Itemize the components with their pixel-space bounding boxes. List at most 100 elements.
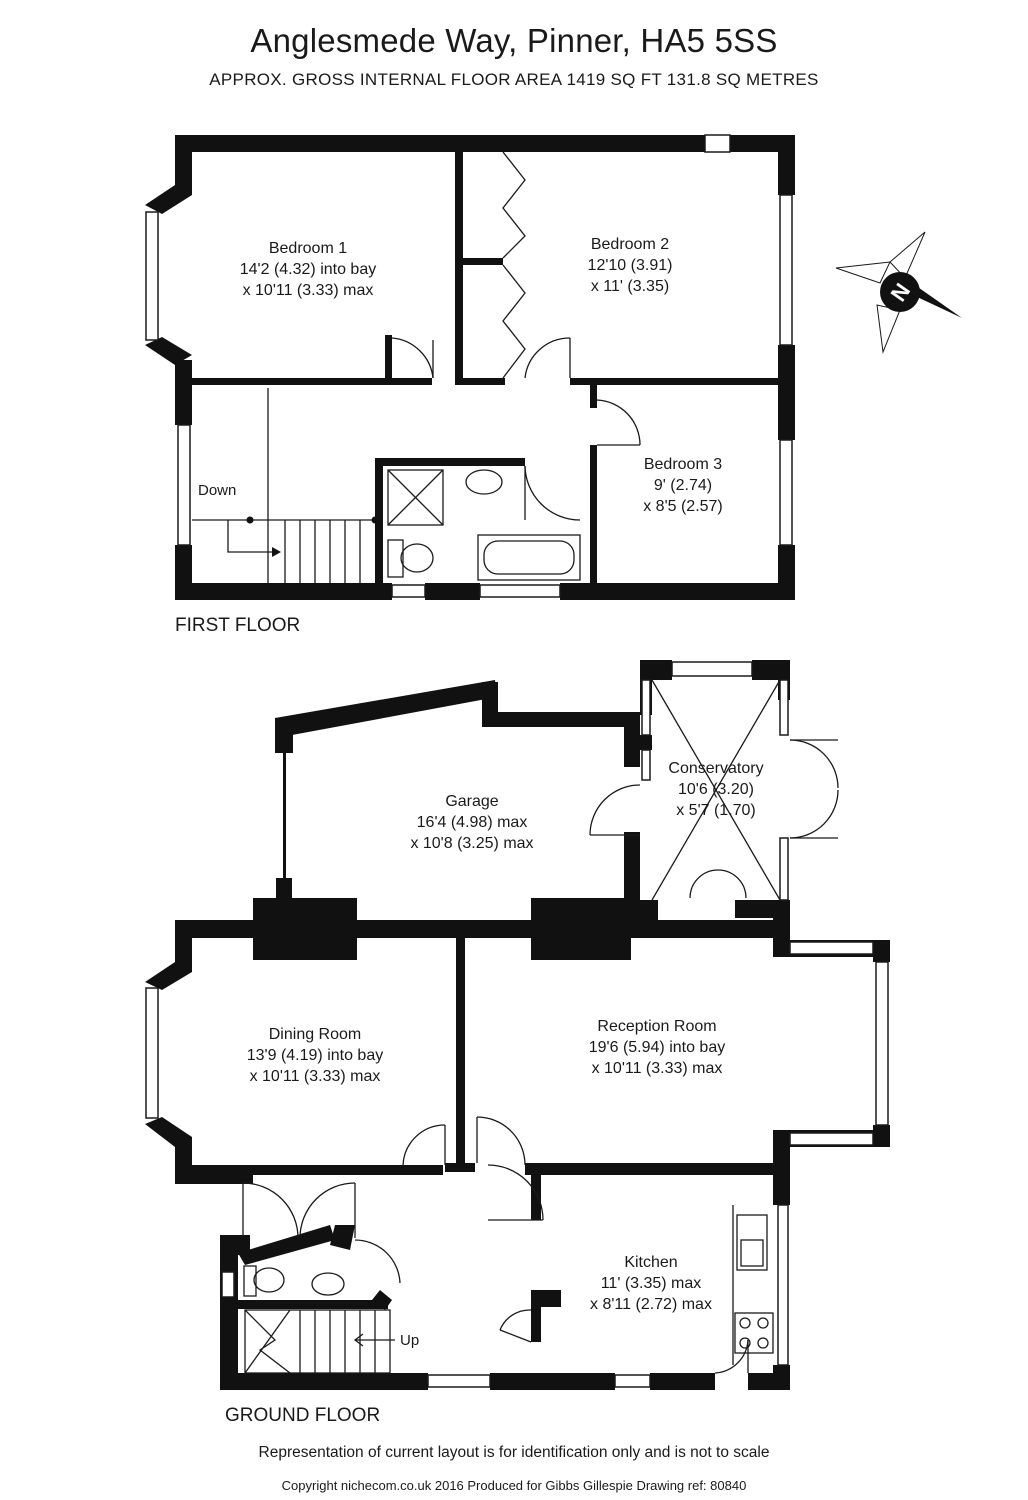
svg-text:x 10'11 (3.33) max: x 10'11 (3.33) max [243, 282, 374, 299]
cloakroom-toilet-bowl [253, 1267, 285, 1293]
room-label-bedroom1: Bedroom 1 14'2 (4.32) into bay x 10'11 (… [240, 240, 376, 299]
svg-text:19'6 (5.94) into bay: 19'6 (5.94) into bay [589, 1039, 725, 1056]
door-swing-bedroom2 [524, 337, 571, 379]
door-swing-front-left [242, 1182, 299, 1239]
hob-ring [739, 1317, 751, 1329]
ground-floor-top-wall [175, 920, 790, 938]
conservatory-left-post [640, 735, 652, 750]
svg-text:Bedroom 1: Bedroom 1 [269, 240, 347, 257]
window-kitchen-bottom [614, 1374, 651, 1388]
svg-text:Conservatory: Conservatory [668, 760, 763, 777]
door-swing-front-right [299, 1182, 356, 1239]
door-swing-kitchen-back [714, 1339, 749, 1374]
window-reception-bay [875, 961, 889, 1126]
toilet-bowl [400, 543, 434, 573]
bay-wall-top [145, 185, 192, 214]
svg-text:Reception Room: Reception Room [597, 1018, 716, 1035]
window-kitchen-right [777, 1204, 789, 1366]
reception-bay-top-corner [873, 940, 890, 962]
bedroom3-left-wall-top [590, 378, 597, 408]
svg-text:Bedroom 3: Bedroom 3 [644, 456, 722, 473]
kitchen-sink-bowl [740, 1239, 764, 1267]
window-reception-bay-top [789, 941, 874, 955]
svg-text:9' (2.74): 9' (2.74) [654, 477, 712, 494]
svg-text:x 11' (3.35): x 11' (3.35) [591, 278, 669, 295]
ground-bottom-wall-left [220, 1373, 428, 1390]
door-swing-bedroom3 [596, 399, 641, 446]
compass-rose-icon: N [835, 231, 962, 354]
room-label-kitchen: Kitchen 11' (3.35) max x 8'11 (2.72) max [590, 1254, 712, 1313]
bathroom-basin [465, 469, 503, 495]
room-label-bedroom2: Bedroom 2 12'10 (3.91) x 11' (3.35) [588, 236, 673, 295]
bedroom3-left-wall [590, 445, 597, 595]
window-conservatory-left-2 [641, 749, 651, 781]
door-swing-bathroom [524, 465, 581, 521]
svg-text:Bedroom 2: Bedroom 2 [591, 236, 669, 253]
wardrobe-bottom-wall [455, 378, 505, 385]
conservatory-roof-diagonal [651, 679, 781, 901]
svg-text:x 10'8 (3.25) max: x 10'8 (3.25) max [410, 835, 533, 852]
stair-down-arrow [227, 520, 272, 553]
svg-text:11' (3.35) max: 11' (3.35) max [601, 1275, 702, 1292]
stairs-up-label: Up [400, 1332, 419, 1349]
first-floor-bottom-wall-right [560, 583, 795, 600]
svg-text:13'9 (4.19) into bay: 13'9 (4.19) into bay [247, 1047, 383, 1064]
kitchen-hob [734, 1312, 774, 1354]
door-leaf-kitchen-lower [499, 1329, 532, 1343]
bedroom2-bottom-wall [570, 378, 795, 385]
first-floor-right-wall-mid [778, 345, 795, 440]
kitchen-left-wall-bottom [531, 1297, 541, 1342]
first-floor-left-wall-bottom [175, 545, 192, 600]
room-label-garage: Garage 16'4 (4.98) max x 10'8 (3.25) max [410, 793, 533, 852]
door-swing-bedroom1 [391, 337, 434, 379]
ground-bottom-wall-right [650, 1373, 715, 1390]
first-floor-right-wall-top [778, 135, 795, 195]
toilet-cistern [387, 539, 404, 578]
floor-area-subtitle: APPROX. GROSS INTERNAL FLOOR AREA 1419 S… [209, 70, 819, 89]
dining-left-wall-top [175, 920, 192, 972]
first-floor-left-wall-top [175, 135, 192, 195]
door-swing-kitchen [487, 1164, 544, 1221]
window-bedroom2-top [704, 134, 731, 153]
bedroom1-bottom-wall [192, 378, 432, 385]
first-floor-label: FIRST FLOOR [175, 615, 301, 636]
copyright-text: Copyright nichecom.co.uk 2016 Produced f… [281, 1478, 747, 1493]
dining-reception-divider [456, 935, 465, 1170]
disclaimer-text: Representation of current layout is for … [258, 1444, 770, 1461]
window-hall-bottom [427, 1374, 491, 1388]
reception-bottom-wall [525, 1163, 790, 1175]
stair-winder [244, 1309, 291, 1374]
window-bedroom3-right [779, 439, 793, 546]
svg-text:x 8'5 (2.57): x 8'5 (2.57) [643, 498, 723, 515]
svg-text:x 8'11 (2.72) max: x 8'11 (2.72) max [590, 1296, 712, 1313]
stair-post [246, 516, 254, 524]
door-swing-reception [476, 1116, 526, 1166]
stair-post [371, 516, 379, 524]
bay-wall-bottom [145, 337, 192, 365]
ground-bottom-wall-end [748, 1373, 790, 1390]
svg-text:10'6 (3.20): 10'6 (3.20) [678, 781, 754, 798]
bedroom1-door-jamb [385, 335, 392, 385]
wardrobe-doors-top [502, 151, 526, 259]
dining-bottom-wall-left [175, 1165, 253, 1184]
door-swing-cloakroom [354, 1239, 401, 1284]
svg-text:12'10 (3.91): 12'10 (3.91) [588, 257, 673, 274]
cloakroom-left-wall [220, 1235, 238, 1390]
svg-text:16'4 (4.98) max: 16'4 (4.98) max [417, 814, 528, 831]
svg-text:x 10'11 (3.33) max: x 10'11 (3.33) max [592, 1060, 723, 1077]
hob-ring [757, 1337, 769, 1349]
room-label-dining-room: Dining Room 13'9 (4.19) into bay x 10'11… [247, 1026, 383, 1085]
cloakroom-top-wall [238, 1225, 335, 1265]
door-swing-conservatory-right-top [789, 739, 839, 789]
window-reception-bay-bottom [789, 1132, 874, 1146]
wardrobe-doors-bottom [502, 264, 526, 379]
stair-down-arrowhead [272, 547, 281, 557]
dining-bottom-wall [253, 1165, 443, 1175]
window-conservatory-top [671, 661, 753, 677]
svg-text:Dining Room: Dining Room [269, 1026, 361, 1043]
kitchen-sink [736, 1214, 768, 1271]
cloakroom-door-post [330, 1225, 355, 1250]
garage-top-slant-wall [275, 680, 497, 735]
room-label-bedroom3: Bedroom 3 9' (2.74) x 8'5 (2.57) [643, 456, 723, 515]
